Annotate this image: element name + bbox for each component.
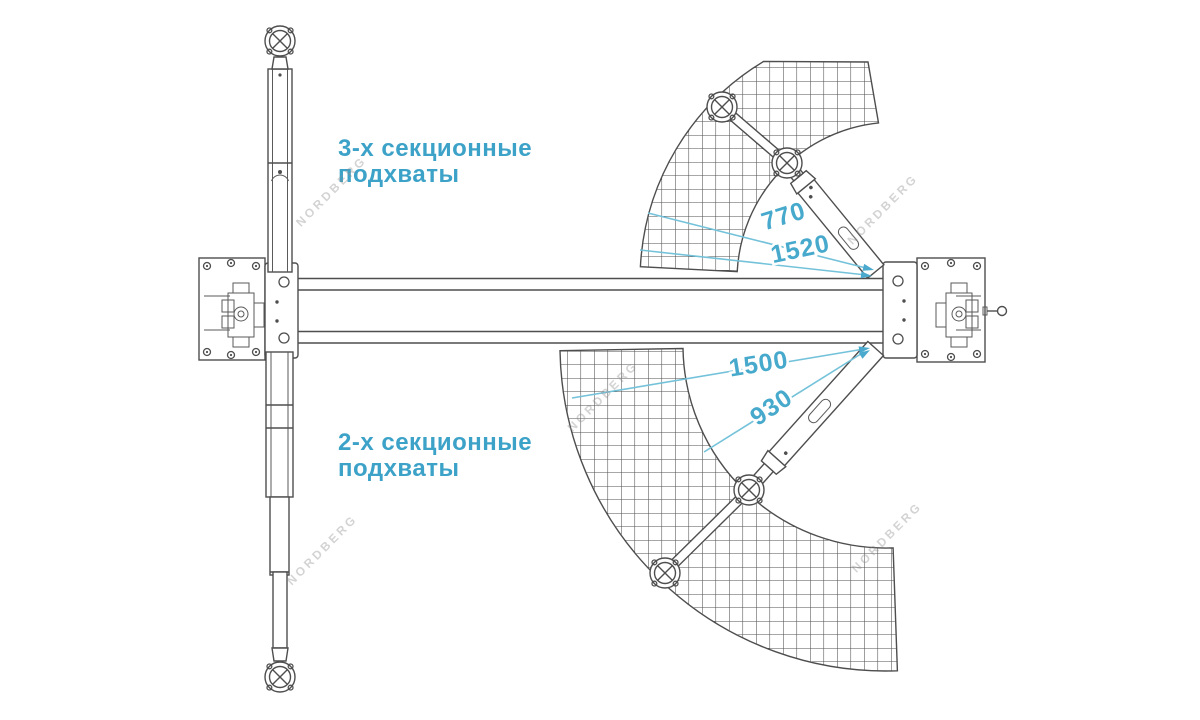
lift-pads <box>264 25 803 693</box>
left-base-plate-bolt-holes <box>202 258 261 360</box>
lift-pad-left-top <box>264 25 296 57</box>
left-upper-arm <box>267 56 293 273</box>
right-base-plate-bolt-holes <box>920 258 982 362</box>
lift-pad-lower-retracted <box>733 474 765 506</box>
label-3-section-arms-line2: подхваты <box>338 161 459 188</box>
left-motor-assembly <box>204 282 265 348</box>
label-2-section-arms-line1: 2-х секционные <box>338 429 532 456</box>
watermark-text: NORDBERG <box>845 171 921 247</box>
lift-pad-lower-extended <box>649 557 681 589</box>
dimension-line-930 <box>703 351 865 453</box>
label-3-section-arms-line1: 3-х секционные <box>338 135 532 162</box>
right-motor-assembly <box>935 282 981 348</box>
dimension-value-1520: 1520 <box>768 229 832 269</box>
left-base-plate <box>198 257 266 361</box>
dimension-value-770: 770 <box>758 196 809 236</box>
lift-pad-upper-extended <box>706 91 738 123</box>
arrowhead-930 <box>858 350 870 359</box>
right-post <box>882 257 1008 363</box>
watermark-text: NORDBERG <box>293 153 369 229</box>
dimension-value-1500: 1500 <box>727 346 790 383</box>
dimension-line-1500 <box>571 348 865 399</box>
left-upper-pad-collar <box>271 56 289 70</box>
dimension-line-770 <box>647 212 867 269</box>
left-lower-arm <box>265 351 294 662</box>
left-lower-pad-collar <box>271 647 289 662</box>
label-2-section-arms-line2: подхваты <box>338 455 459 482</box>
arrowhead-1520 <box>860 271 872 279</box>
unlock-handle <box>982 305 1008 317</box>
watermark-text: NORDBERG <box>284 512 360 588</box>
arrowhead-1500 <box>858 346 870 354</box>
lift-pad-left-bottom <box>264 661 296 693</box>
annotations: 3-х секционные подхваты 2-х секционные п… <box>338 135 532 482</box>
lift-pad-upper-retracted <box>771 147 803 179</box>
dimension-value-930: 930 <box>745 383 798 431</box>
arrowhead-770 <box>862 263 874 271</box>
crossbeam <box>297 277 884 344</box>
left-post <box>198 257 299 361</box>
right-carriage <box>882 261 918 359</box>
dimension-line-1520 <box>639 249 867 276</box>
